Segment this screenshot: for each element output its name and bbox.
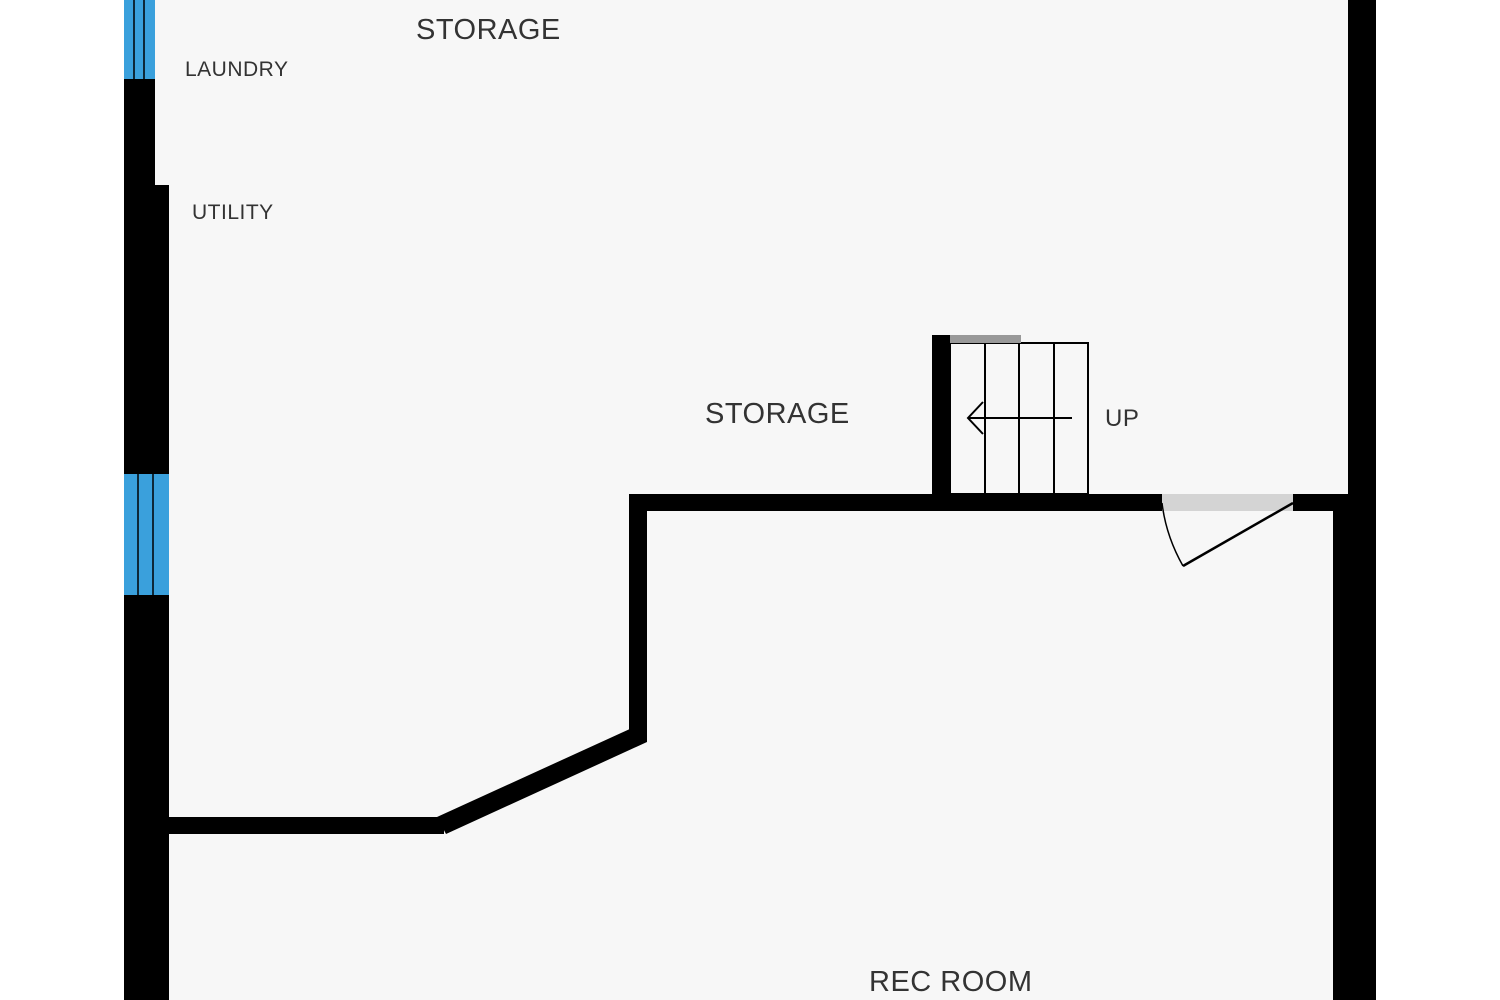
room-label-utility: UTILITY xyxy=(192,201,274,224)
door-opening xyxy=(1162,494,1293,511)
wall-interior-top-right xyxy=(1293,494,1348,511)
wall-right-upper xyxy=(1348,0,1376,494)
wall-interior-vertical xyxy=(629,494,647,742)
room-label-rec-room: REC ROOM xyxy=(869,966,1033,998)
stair-wall xyxy=(932,335,950,495)
wall-interior-diagonal xyxy=(437,728,647,834)
wall-right-lower xyxy=(1333,494,1376,1000)
wall-interior-horizontal xyxy=(124,817,444,834)
window-icon xyxy=(124,0,155,79)
stairs-direction-label: UP xyxy=(1105,405,1140,432)
door-swing-icon xyxy=(1161,501,1294,568)
stairs-arrow-icon xyxy=(966,401,1072,435)
room-label-storage-top: STORAGE xyxy=(416,14,561,46)
room-label-laundry: LAUNDRY xyxy=(185,58,289,81)
room-label-storage-mid: STORAGE xyxy=(705,398,850,430)
window-icon xyxy=(124,474,169,595)
wall-interior-top xyxy=(629,494,1162,511)
